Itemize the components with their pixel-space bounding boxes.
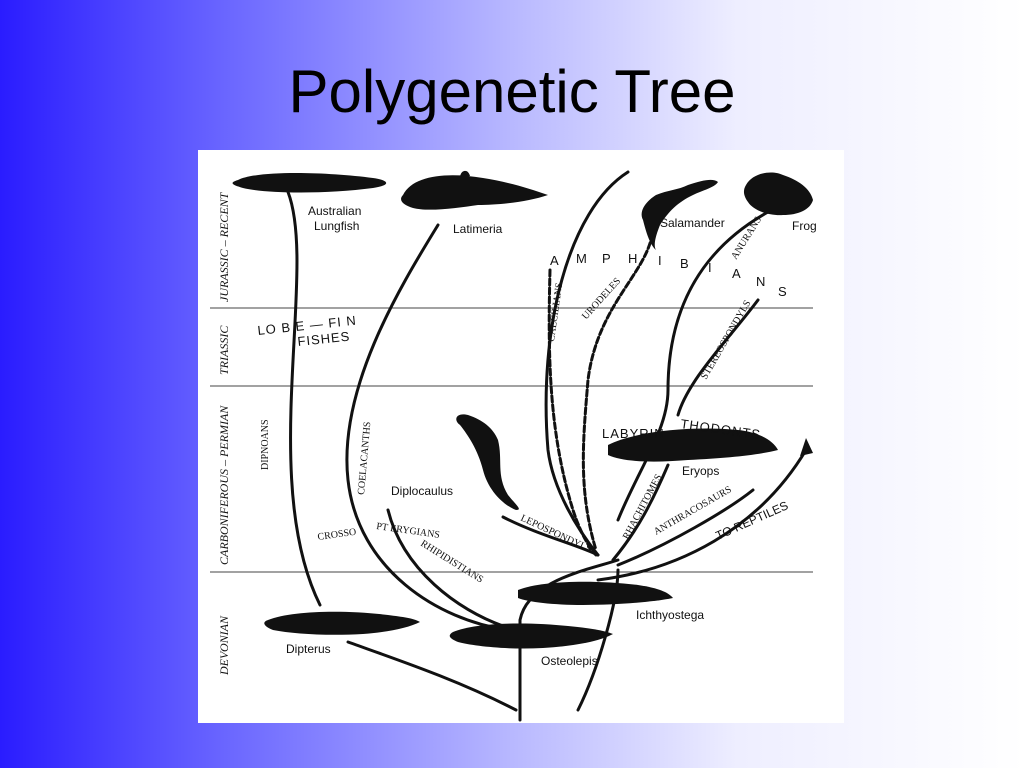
frog-icon: [743, 172, 813, 216]
label-amphibians: A M P H I B I A N S: [550, 251, 788, 299]
label-labyrin: LABYRIN: [602, 426, 665, 441]
amphibians-letter-n: N: [756, 274, 766, 289]
label-to-reptiles: TO REPTILES: [714, 498, 791, 542]
label-diplocaulus: Diplocaulus: [391, 484, 453, 498]
phylogenetic-tree-figure: JURASSIC – RECENT TRIASSIC CARBONIFEROUS…: [198, 150, 844, 723]
period-label-jurassic-recent: JURASSIC – RECENT: [217, 191, 231, 302]
branch-urodeles: [581, 223, 655, 552]
label-crosso: CROSSO: [317, 527, 357, 543]
salamander-icon: [641, 179, 718, 250]
amphibians-letter-s: S: [778, 284, 788, 299]
label-dipnoans: DIPNOANS: [260, 419, 271, 470]
branch-coelacanths: [345, 223, 510, 632]
label-osteolepis: Osteolepis: [541, 654, 598, 668]
period-label-devonian: DEVONIAN: [217, 615, 231, 676]
latimeria-icon: [401, 170, 548, 210]
osteolepis-icon: [449, 623, 613, 649]
label-dipterus: Dipterus: [286, 642, 331, 656]
branch-to-reptiles: [596, 448, 808, 582]
branch-anurans: [616, 210, 770, 522]
arrow-to-reptiles-icon: [800, 438, 813, 456]
branch-anthracosaurs: [616, 488, 755, 567]
branch-rhachitomes: [611, 463, 670, 562]
australian-lungfish-icon: [232, 173, 387, 193]
label-anurans: ANURANS: [729, 215, 764, 262]
label-salamander: Salamander: [660, 216, 725, 230]
branch-osteolepis-trunk: [518, 558, 620, 722]
branch-caecilians-dashed: [547, 268, 598, 557]
dipterus-icon: [264, 611, 420, 635]
branch-caecilians: [544, 170, 630, 557]
label-lungfish: Lungfish: [314, 219, 359, 233]
label-latimeria: Latimeria: [453, 222, 503, 236]
label-stereospondyls: STEREOSPONDYLS: [699, 299, 753, 382]
label-eryops: Eryops: [682, 464, 719, 478]
branch-stereospondyls: [676, 298, 760, 417]
branch-dipnoans: [286, 190, 322, 607]
label-ichthyostega: Ichthyostega: [636, 608, 704, 622]
branch-lepospondyls: [501, 515, 600, 557]
amphibians-letter-m: M: [576, 251, 588, 266]
branch-crossopterygians: [386, 508, 505, 628]
label-australian: Australian: [308, 204, 361, 218]
amphibians-letter-i2: I: [708, 260, 713, 275]
slide-title: Polygenetic Tree: [288, 58, 736, 125]
period-label-carboniferous-permian: CARBONIFEROUS – PERMIAN: [217, 405, 231, 565]
eryops-icon: [608, 428, 778, 462]
amphibians-letter-a2: A: [732, 266, 742, 281]
amphibians-letter-a: A: [550, 253, 560, 268]
label-fishes: FISHES: [297, 329, 351, 349]
amphibians-letter-p: P: [602, 251, 612, 266]
amphibians-letter-i: I: [658, 253, 663, 268]
label-coelacanths: COELACANTHS: [356, 421, 373, 495]
ichthyostega-icon: [518, 581, 673, 605]
amphibians-letter-h: H: [628, 251, 638, 266]
amphibians-letter-b: B: [680, 256, 690, 271]
tree-diagram: JURASSIC – RECENT TRIASSIC CARBONIFEROUS…: [210, 170, 817, 722]
branch-dipterus-osteolepis: [346, 640, 518, 712]
period-label-triassic: TRIASSIC: [217, 325, 231, 375]
label-frog: Frog: [792, 219, 817, 233]
label-pterygians: PT ERYGIANS: [376, 521, 441, 541]
diplocaulus-icon: [456, 414, 519, 510]
